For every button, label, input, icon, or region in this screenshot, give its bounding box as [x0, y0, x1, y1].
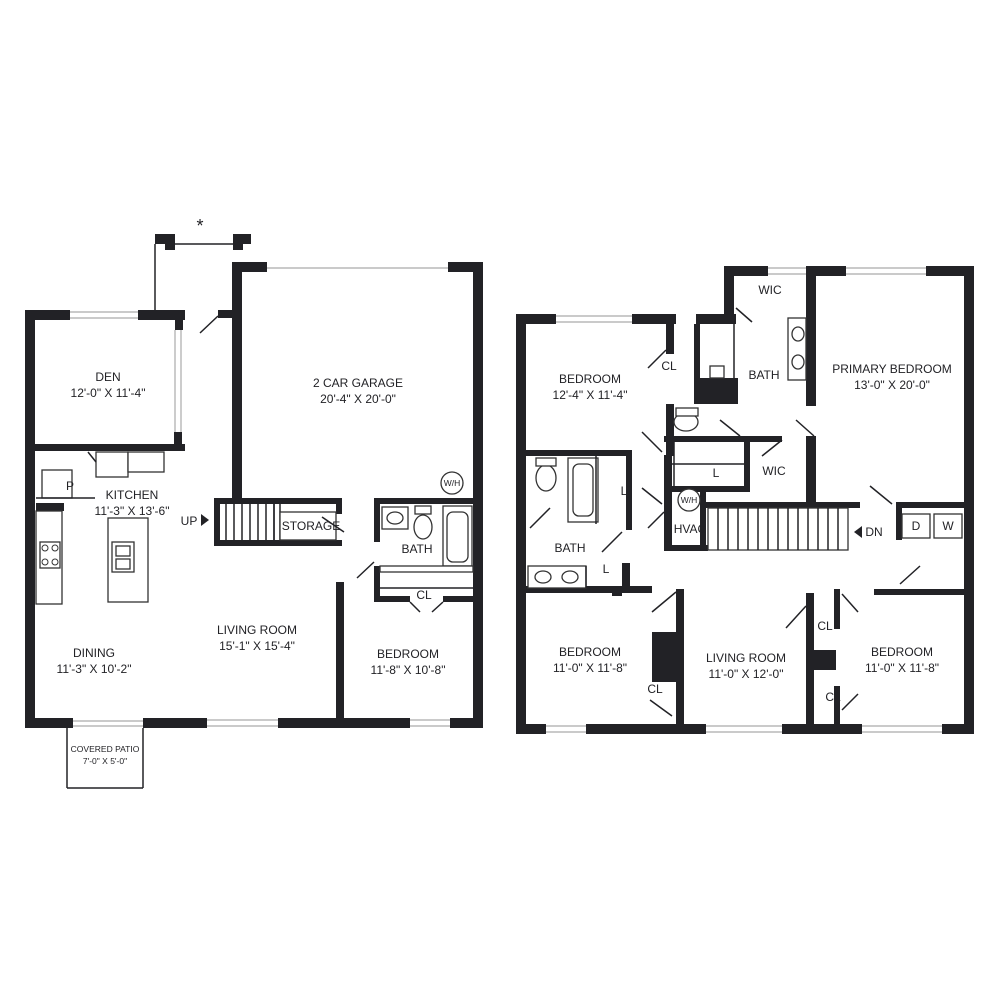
second-floor-doors: [529, 307, 921, 717]
kitchen-label: KITCHEN: [106, 488, 159, 502]
first-floor-walls: [25, 234, 483, 728]
water-heater-label: W/H: [444, 478, 461, 488]
kitchen-fixtures: [35, 451, 165, 605]
washer-label: W: [942, 519, 954, 533]
closet-nw-label: CL: [661, 359, 677, 373]
linen-closet-bath-label: L: [621, 484, 628, 498]
bedroom-sw-label: BEDROOM: [559, 645, 621, 659]
garage-dims: 20'-4" X 20'-0": [320, 392, 396, 406]
closet-label: CL: [416, 588, 432, 602]
pantry-label: P: [66, 479, 74, 493]
wic-top-label: WIC: [758, 283, 782, 297]
primary-bedroom-dims: 13'-0" X 20'-0": [854, 378, 930, 392]
stairs-up-arrow-icon: [201, 514, 209, 526]
second-floor-stairs: [707, 507, 862, 551]
bedroom-nw-label: BEDROOM: [559, 372, 621, 386]
bedroom-label: BEDROOM: [377, 647, 439, 661]
linen-closet-upper-label: L: [713, 466, 720, 480]
second-floor-windows: [546, 267, 942, 733]
garage-label: 2 CAR GARAGE: [313, 376, 403, 390]
second-floor-walls: [516, 266, 974, 734]
closet-se-lower-label: CL: [825, 690, 841, 704]
linen-closet-lower-label: L: [603, 562, 610, 576]
kitchen-dims: 11'-3" X 13'-6": [95, 504, 170, 518]
primary-bath-label: BATH: [748, 368, 779, 382]
second-floor-bath-fixtures: [527, 317, 963, 589]
storage-label: STORAGE: [282, 519, 340, 533]
water-heater-label: W/H: [681, 495, 698, 505]
dryer-label: D: [912, 519, 921, 533]
patio-label: COVERED PATIO: [71, 744, 140, 754]
den-dims: 12'-0" X 11'-4": [71, 386, 146, 400]
garage-fixtures: [321, 471, 464, 533]
closet-se-upper-label: CL: [817, 619, 833, 633]
first-floor-windows: [70, 243, 450, 727]
first-floor-stairs: [201, 504, 337, 541]
wic-bottom-label: WIC: [762, 464, 786, 478]
living-room-label: LIVING ROOM: [217, 623, 297, 637]
first-floor-bath-fixtures: [356, 505, 474, 613]
stairs-down-arrow-icon: [854, 526, 862, 538]
dining-dims: 11'-3" X 10'-2": [57, 662, 132, 676]
bedroom-nw-dims: 12'-4" X 11'-4": [553, 388, 628, 402]
primary-bedroom-label: PRIMARY BEDROOM: [832, 362, 952, 376]
entry-marker: *: [196, 216, 203, 236]
patio-dims: 7'-0" X 5'-0": [83, 756, 127, 766]
bedroom-se-dims: 11'-0" X 11'-8": [865, 661, 939, 675]
living-room-dims: 15'-1" X 15'-4": [219, 639, 295, 653]
bedroom-sw-dims: 11'-0" X 11'-8": [553, 661, 627, 675]
bedroom-dims: 11'-8" X 10'-8": [371, 663, 446, 677]
hvac-label: HVAC: [674, 522, 707, 536]
bedroom-se-label: BEDROOM: [871, 645, 933, 659]
stairs-down-label: DN: [865, 525, 882, 539]
hall-bath-label: BATH: [554, 541, 585, 555]
first-floor: * DEN 12'-0" X 11'-4" 2 CAR GARAGE 20'-4…: [25, 216, 483, 789]
living-room-2-dims: 11'-0" X 12'-0": [709, 667, 784, 681]
second-floor: BEDROOM 12'-4" X 11'-4" CL WIC BATH PRIM…: [516, 266, 974, 734]
covered-patio: [66, 728, 144, 789]
dining-label: DINING: [73, 646, 115, 660]
stairs-up-label: UP: [181, 514, 198, 528]
bath-label: BATH: [401, 542, 432, 556]
living-room-2-label: LIVING ROOM: [706, 651, 786, 665]
closet-sw-label: CL: [647, 682, 663, 696]
den-label: DEN: [95, 370, 120, 384]
